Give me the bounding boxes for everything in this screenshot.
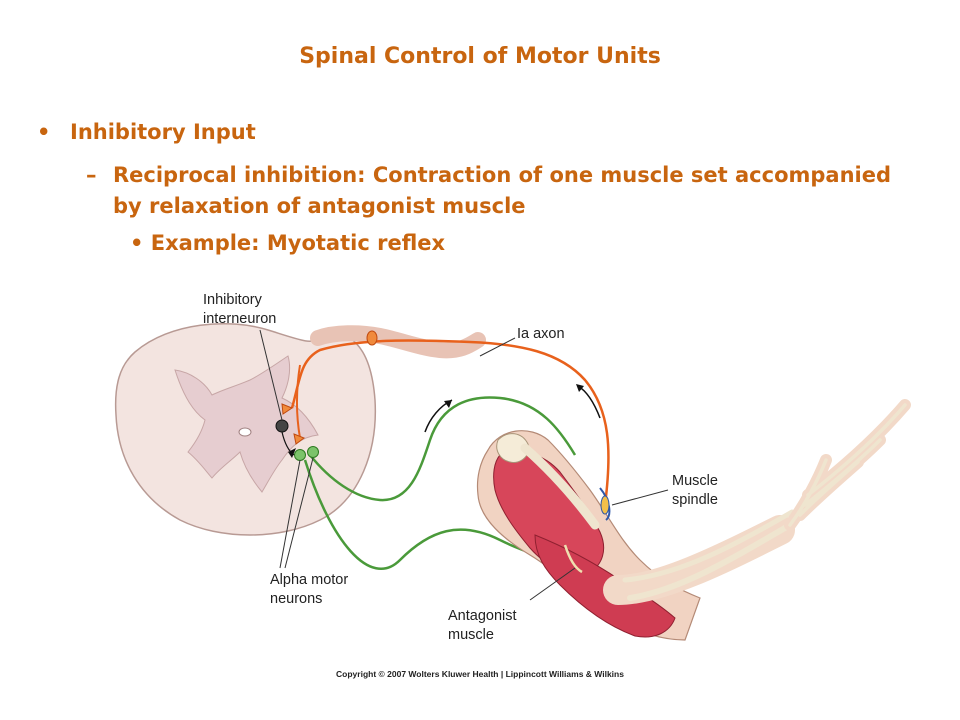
- dorsal-root-ganglion-cell: [366, 330, 378, 346]
- bullet-text: Reciprocal inhibition: Contraction of on…: [113, 163, 892, 218]
- label-alpha-motor-neurons: neurons: [270, 591, 322, 607]
- arm-illustration: [476, 399, 911, 641]
- ia-axon-path: [290, 339, 610, 506]
- slide-title: Spinal Control of Motor Units: [299, 44, 661, 69]
- bullet-marker: •: [130, 231, 144, 255]
- bullet-level-1: • Inhibitory Input: [37, 120, 256, 144]
- direction-arrow-icon: [288, 448, 296, 458]
- label-antagonist-muscle: Antagonist: [448, 608, 517, 624]
- spinal-cord: [114, 323, 486, 536]
- label-inhibitory-interneuron: interneuron: [203, 311, 276, 327]
- alpha-motor-neuron-cell: [294, 449, 306, 461]
- alpha-motor-neuron-cell: [307, 446, 319, 458]
- alpha-motor-axon: [309, 396, 577, 502]
- inhibitory-interneuron-cell: [275, 419, 289, 433]
- ia-synapse-terminal: [293, 433, 306, 445]
- ia-synapse-terminal: [281, 403, 294, 415]
- bullet-text: Example: Myotatic reflex: [150, 231, 446, 255]
- label-antagonist-muscle: muscle: [448, 627, 494, 643]
- direction-arrow-icon: [577, 385, 601, 419]
- bullet-marker: •: [37, 120, 51, 144]
- copyright-notice: Copyright © 2007 Wolters Kluwer Health |…: [336, 669, 624, 679]
- label-alpha-motor-neurons: Alpha motor: [270, 572, 348, 588]
- bullet-level-2: – Reciprocal inhibition: Contraction of …: [86, 160, 906, 222]
- ia-axon-branch: [296, 364, 301, 439]
- bullet-marker: –: [86, 163, 97, 187]
- label-inhibitory-interneuron: Inhibitory: [203, 292, 263, 308]
- bullet-text: Inhibitory Input: [70, 120, 256, 144]
- label-muscle-spindle: spindle: [672, 492, 718, 508]
- label-muscle-spindle: Muscle: [672, 473, 718, 489]
- bullet-level-3: • Example: Myotatic reflex: [130, 231, 445, 255]
- label-ia-axon: Ia axon: [517, 326, 565, 342]
